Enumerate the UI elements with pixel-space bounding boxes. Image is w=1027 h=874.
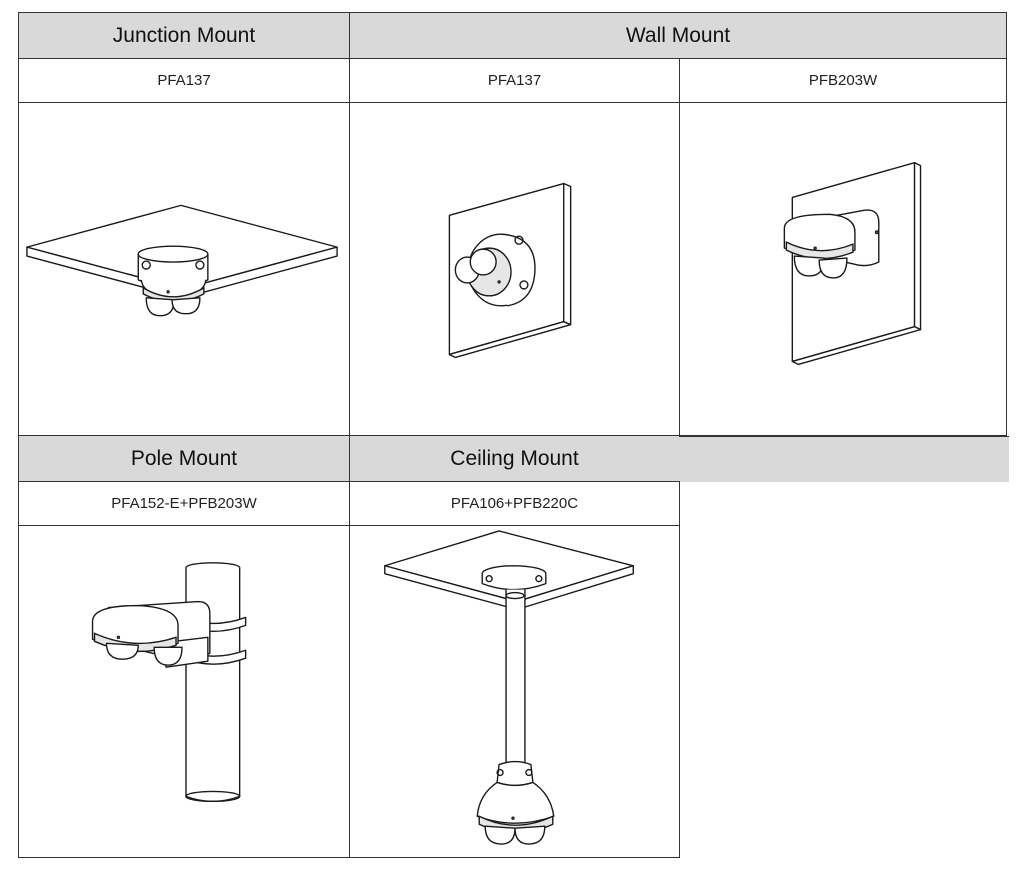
model-ceiling-label: PFA106+PFB220C [450,495,579,512]
wall-mount-pfb203w-illustration [783,161,922,366]
header-junction-mount: Junction Mount [18,12,350,59]
image-wall-mount-pfb203w [679,102,1007,436]
image-ceiling-mount [349,525,680,858]
pole-mount-illustration [91,562,247,803]
image-pole-mount [18,525,350,858]
model-pole: PFA152-E+PFB203W [18,481,350,526]
header-pole-mount-label: Pole Mount [130,446,238,470]
model-junction-label: PFA137 [157,72,211,89]
model-wall-1: PFA137 [349,58,680,103]
model-wall-2: PFB203W [679,58,1007,103]
model-ceiling: PFA106+PFB220C [349,481,680,526]
header-junction-mount-label: Junction Mount [112,23,256,47]
model-wall-1-label: PFA137 [487,72,542,89]
header-wall-mount: Wall Mount [349,12,1007,59]
ceiling-mount-illustration [384,530,634,845]
header-ceiling-mount-label: Ceiling Mount [450,446,579,470]
image-wall-mount-pfa137 [349,102,680,436]
header-empty [679,436,1009,482]
image-junction-mount [18,102,350,436]
model-junction: PFA137 [18,58,350,103]
model-pole-label: PFA152-E+PFB203W [111,495,257,512]
model-wall-2-label: PFB203W [808,72,878,89]
wall-mount-pfa137-illustration [448,182,572,359]
header-ceiling-mount: Ceiling Mount [349,435,680,482]
header-wall-mount-label: Wall Mount [625,23,731,47]
junction-mount-illustration [26,204,338,317]
header-pole-mount: Pole Mount [18,435,350,482]
